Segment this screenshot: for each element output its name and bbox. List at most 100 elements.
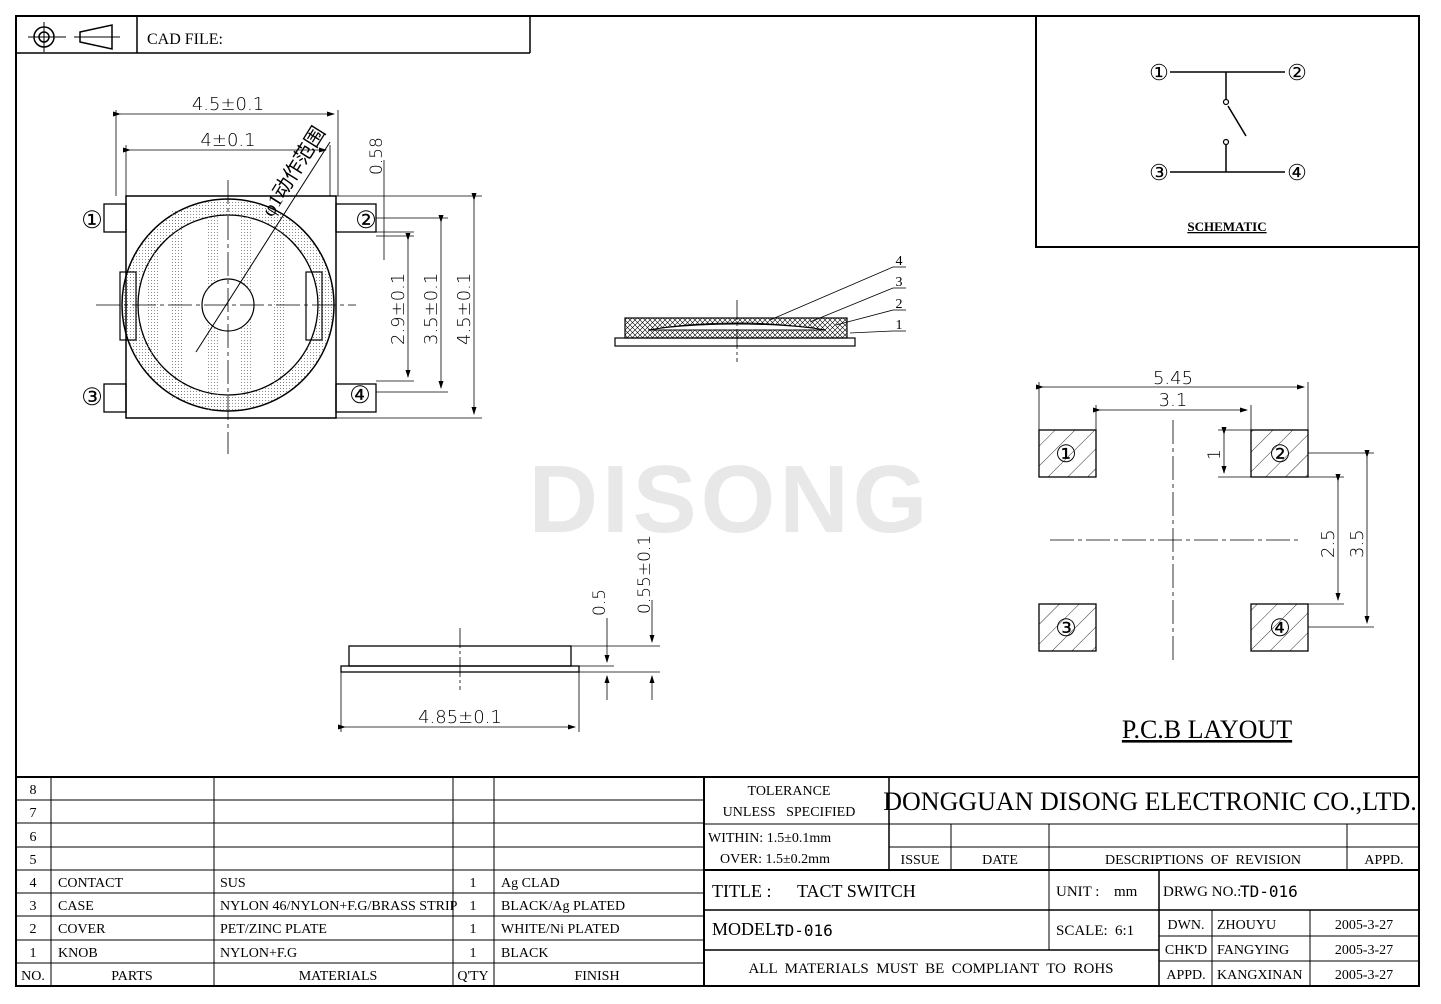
- drawing-number-label: DRWG NO.:: [1163, 884, 1241, 900]
- revision-appd-header: APPD.: [1364, 853, 1403, 868]
- dim-058: 0.58: [367, 137, 387, 175]
- pcb-dim-545: 5.45: [1153, 368, 1193, 389]
- rohs-note: ALL MATERIALS MUST BE COMPLIANT TO ROHS: [748, 961, 1113, 977]
- bom-row-material: NYLON+F.G: [220, 946, 297, 961]
- schematic-pin-4: ④: [1287, 160, 1307, 185]
- title-block-text: TOLERANCE UNLESS SPECIFIED WITHIN: 1.5±0…: [708, 784, 1417, 983]
- callout-2: 2: [896, 297, 903, 312]
- bom-header-finish: FINISH: [574, 969, 619, 984]
- top-pin-3: ③: [81, 385, 103, 411]
- bom-row-finish: BLACK/Ag PLATED: [501, 899, 625, 914]
- pcb-dim-25: 2.5: [1318, 529, 1339, 558]
- bom-row-material: PET/ZINC PLATE: [220, 922, 327, 937]
- scale-label: SCALE:: [1056, 923, 1108, 939]
- signoff-role: CHK'D: [1165, 943, 1207, 958]
- dim-29: 2.9±0.1: [388, 273, 409, 345]
- signoff-name: FANGYING: [1217, 943, 1289, 958]
- schematic-panel: ① ② ③ ④ SCHEMATIC: [1035, 15, 1420, 248]
- unit-label: UNIT :: [1056, 884, 1099, 900]
- signoff-date: 2005-3-27: [1335, 918, 1393, 933]
- schematic-pin-3: ③: [1149, 160, 1169, 185]
- signoff-role: DWN.: [1168, 918, 1205, 933]
- title-value: TACT SWITCH: [797, 881, 916, 901]
- pcb-dim-35: 3.5: [1347, 529, 1368, 558]
- top-pin-1: ①: [81, 208, 103, 234]
- tolerance-over: OVER: 1.5±0.2mm: [720, 852, 830, 867]
- pcb-pad-label-3: ③: [1055, 616, 1077, 642]
- signoff-role: APPD.: [1166, 968, 1205, 983]
- bom-row-no: 1: [30, 946, 37, 961]
- bom-row-no: 5: [30, 853, 37, 868]
- bom-row-material: NYLON 46/NYLON+F.G/BRASS STRIP: [220, 899, 458, 914]
- bom-row-no: 8: [30, 783, 37, 798]
- bom-row-no: 4: [30, 876, 37, 891]
- revision-description-header: DESCRIPTIONS OF REVISION: [1105, 853, 1301, 868]
- top-pin-2: ②: [355, 208, 377, 234]
- pcb-pad-label-1: ①: [1055, 442, 1077, 468]
- bom-header-materials: MATERIALS: [299, 969, 378, 984]
- unit-value: mm: [1114, 884, 1138, 900]
- bom-row-finish: Ag CLAD: [501, 876, 560, 891]
- bom-row-qty: 1: [470, 876, 477, 891]
- tolerance-line-2: UNLESS SPECIFIED: [723, 805, 856, 820]
- revision-issue-header: ISSUE: [901, 853, 940, 868]
- model-label: MODEL:: [712, 919, 781, 939]
- schematic-pin-1: ①: [1149, 60, 1169, 85]
- bom-row-no: 3: [30, 899, 37, 914]
- travel-area-note: φ1动作范围: [257, 122, 330, 220]
- top-pin-4: ④: [349, 383, 371, 409]
- bom-row-no: 7: [30, 806, 37, 821]
- dim-35: 3.5±0.1: [421, 273, 442, 345]
- bom-row-part: COVER: [58, 922, 106, 937]
- pcb-dim-1: 1: [1205, 449, 1225, 460]
- pcb-dim-31: 3.1: [1159, 390, 1188, 411]
- bom-row-qty: 1: [470, 946, 477, 961]
- bom-header-parts: PARTS: [111, 969, 152, 984]
- top-view: ① ② ③ ④ φ1动作范围 4.5±0.1 4±0.1 0.58 2.9±0.…: [81, 94, 482, 454]
- pcb-layout-title: P.C.B LAYOUT: [1122, 715, 1292, 744]
- bom-table: [16, 776, 1419, 986]
- bom-row-no: 6: [30, 830, 37, 845]
- bom-row-qty: 1: [470, 899, 477, 914]
- schematic-title: SCHEMATIC: [1187, 219, 1266, 234]
- bom-row-part: CONTACT: [58, 876, 123, 891]
- callout-4: 4: [896, 254, 903, 269]
- section-view: 4 3 2 1: [614, 254, 906, 362]
- revision-date-header: DATE: [982, 853, 1018, 868]
- callout-1: 1: [896, 318, 903, 333]
- schematic-pin-2: ②: [1287, 60, 1307, 85]
- pcb-pad-3: [1038, 603, 1097, 652]
- bom-header-no: NO.: [21, 969, 45, 984]
- cad-file-header: CAD FILE:: [16, 16, 531, 54]
- bom-row-part: CASE: [58, 899, 94, 914]
- signoff-name: ZHOUYU: [1217, 918, 1276, 933]
- tolerance-within: WITHIN: 1.5±0.1mm: [708, 831, 831, 846]
- bom-row-material: SUS: [220, 876, 246, 891]
- cad-file-label: CAD FILE:: [147, 31, 223, 48]
- side-view: 4.85±0.1 0.5 0.55±0.1: [338, 535, 660, 732]
- bom-row-no: 2: [30, 922, 37, 937]
- bom-header-qty: Q'TY: [457, 969, 488, 984]
- title-block-lines: [704, 777, 1419, 986]
- scale-value: 6:1: [1115, 923, 1134, 939]
- sheet-border: [15, 15, 1420, 987]
- pcb-pad-2: [1250, 429, 1309, 478]
- watermark: DISONG: [529, 446, 932, 553]
- signoff-date: 2005-3-27: [1335, 943, 1393, 958]
- bom-row-qty: 1: [470, 922, 477, 937]
- pcb-layout: ① ② ③ ④ 5.45 3.1 1 2.5 3.5 P.C.B LAYOUT: [1036, 368, 1374, 744]
- dim-top-width-inner: 4±0.1: [200, 130, 255, 151]
- title-label: TITLE :: [712, 881, 771, 901]
- projection-symbol-icon: [28, 22, 120, 52]
- bom-cells: 8 7 6 5 4 CONTACT SUS 1 Ag CLAD 3 CASE N…: [21, 783, 625, 984]
- signoff-date: 2005-3-27: [1335, 968, 1393, 983]
- bom-row-part: KNOB: [58, 946, 98, 961]
- callout-3: 3: [896, 275, 903, 290]
- company-name: DONGGUAN DISONG ELECTRONIC CO.,LTD.: [883, 787, 1416, 816]
- pcb-pad-1: [1038, 429, 1097, 478]
- pcb-pad-4: [1250, 603, 1309, 652]
- dim-side-width: 4.85±0.1: [418, 707, 502, 728]
- bom-row-finish: BLACK: [501, 946, 548, 961]
- dim-45: 4.5±0.1: [454, 273, 475, 345]
